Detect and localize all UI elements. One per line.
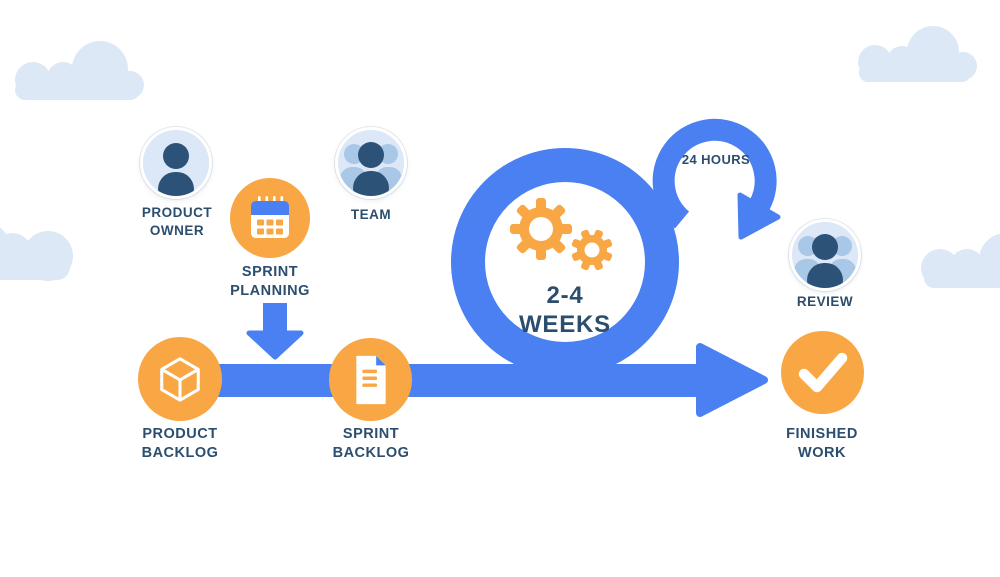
daily-loop-arrow-icon — [652, 118, 781, 240]
flow-arrowhead-icon — [696, 343, 768, 417]
product-backlog-label: PRODUCT BACKLOG — [141, 426, 219, 462]
sprint-loop-ring — [451, 148, 679, 376]
cloud-icon — [15, 41, 144, 100]
sprint-planning-node — [230, 178, 310, 258]
cloud-icon — [858, 26, 977, 82]
finished-work-node — [781, 331, 864, 414]
cube-icon — [160, 357, 200, 402]
product-owner-label: PRODUCT OWNER — [141, 205, 213, 238]
sprint-loop-label: 2-4 WEEKS — [518, 282, 611, 339]
review-label: REVIEW — [796, 294, 854, 309]
product-owner-avatar — [140, 127, 212, 199]
people-icon — [340, 142, 402, 196]
flow-bar — [188, 364, 704, 397]
gear-small-icon — [571, 229, 613, 271]
finished-work-label: FINISHED WORK — [786, 426, 858, 462]
sprint-backlog-label: SPRINT BACKLOG — [332, 426, 410, 462]
planning-down-arrow-icon — [246, 303, 304, 360]
person-icon — [158, 143, 194, 196]
cloud-icon — [921, 234, 1000, 288]
review-avatar — [789, 219, 861, 291]
team-label: TEAM — [350, 207, 392, 222]
gear-large-icon — [510, 198, 572, 260]
checkmark-icon — [798, 352, 848, 393]
document-icon — [355, 355, 386, 404]
calendar-icon — [251, 196, 289, 238]
sprint-planning-label: SPRINT PLANNING — [230, 264, 310, 300]
team-avatar — [335, 127, 407, 199]
cloud-icon — [0, 227, 73, 281]
product-backlog-node — [138, 337, 222, 421]
people-icon — [794, 234, 856, 288]
sprint-backlog-node — [329, 338, 412, 421]
daily-loop-label: 24 HOURS — [681, 152, 751, 167]
